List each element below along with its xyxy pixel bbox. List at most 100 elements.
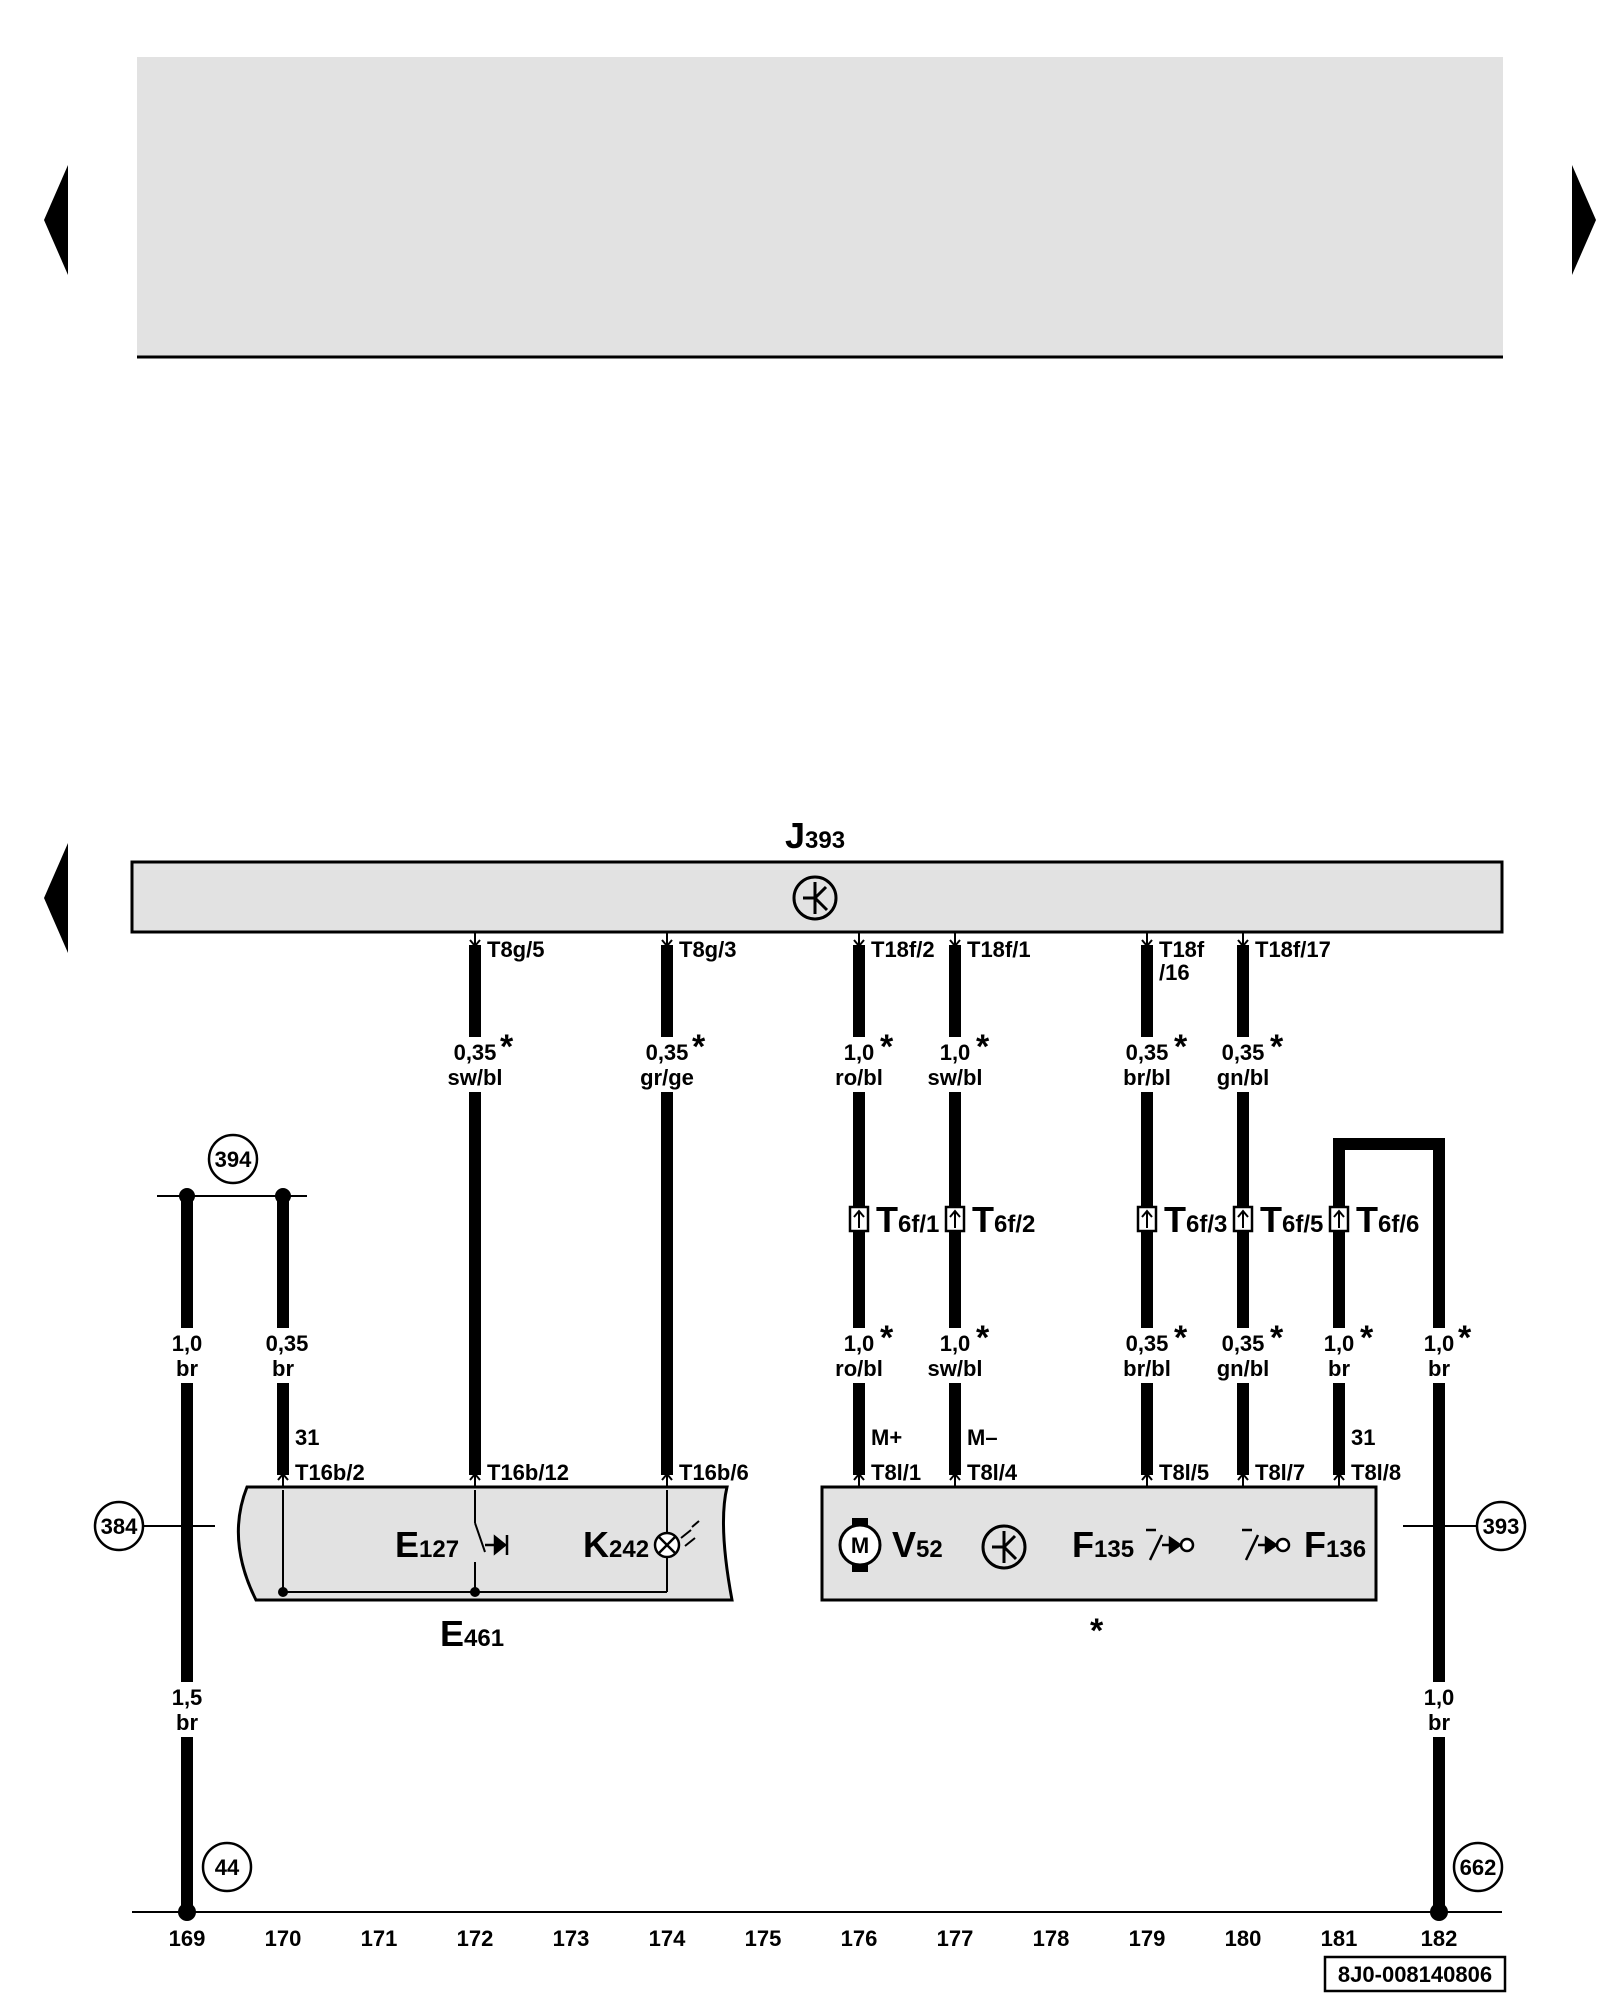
limit-switch-icon [1242, 1528, 1291, 1561]
svg-text:M: M [851, 1533, 869, 1558]
wire-size: 0,35 [1222, 1040, 1265, 1065]
pin-t18f-16: T18f [1159, 937, 1205, 962]
limit-switch-icon [1146, 1528, 1195, 1561]
column-number: 179 [1129, 1926, 1166, 1951]
pin-t16b-6: T16b/6 [679, 1460, 749, 1485]
control-unit-symbol-icon [792, 875, 838, 921]
switch-e127-label: E127 [395, 1524, 459, 1565]
wire-color: sw/bl [447, 1065, 502, 1090]
pin-t8g-5: T8g/5 [487, 937, 544, 962]
motor-icon: M [838, 1518, 882, 1572]
ref-44: 44 [201, 1841, 253, 1893]
lamp-icon [653, 1520, 700, 1559]
svg-text:*: * [1174, 1319, 1188, 1357]
connector-t6f-6: T6f/6 [1356, 1199, 1419, 1240]
pin-t18f-16-suffix: /16 [1159, 960, 1190, 985]
svg-text:br: br [1328, 1356, 1350, 1381]
pin-t8l-7: T8l/7 [1255, 1460, 1305, 1485]
pin-arrows-bottom [277, 1472, 1345, 1490]
wire-color: sw/bl [927, 1065, 982, 1090]
svg-text:1,0: 1,0 [1424, 1685, 1455, 1710]
junction-dot [470, 1587, 480, 1597]
wire-color: gn/bl [1217, 1065, 1270, 1090]
svg-text:0,35: 0,35 [266, 1331, 309, 1356]
svg-text:*: * [976, 1319, 990, 1357]
pin-t18f-17: T18f/17 [1255, 937, 1331, 962]
column-number: 173 [553, 1926, 590, 1951]
connector-icon [848, 1205, 870, 1233]
svg-text:1,0: 1,0 [1324, 1331, 1355, 1356]
ref-394: 394 [207, 1133, 259, 1185]
unit-e461-label: E461 [440, 1613, 504, 1654]
svg-text:br: br [1428, 1710, 1450, 1735]
prev-page-arrow-bottom-icon[interactable] [44, 843, 68, 953]
column-number: 175 [745, 1926, 782, 1951]
svg-text:1,0: 1,0 [1424, 1331, 1455, 1356]
svg-text:1,5: 1,5 [172, 1685, 203, 1710]
actuator-symbol-icon [981, 1524, 1027, 1570]
label-backgrounds [160, 1037, 1466, 1737]
wire-size: 1,0 [844, 1040, 875, 1065]
column-number: 172 [457, 1926, 494, 1951]
ground-dot [178, 1903, 196, 1921]
svg-text:1,0: 1,0 [172, 1331, 203, 1356]
junction-dot [278, 1587, 288, 1597]
right-unit-star: * [1090, 1612, 1104, 1650]
next-page-arrow-icon[interactable] [1572, 165, 1596, 275]
switch-f136-label: F136 [1304, 1524, 1366, 1565]
connector-symbols [848, 1205, 1350, 1233]
ground-31-right: 31 [1351, 1425, 1375, 1450]
svg-text:br: br [176, 1356, 198, 1381]
upper-wire-stars: * * * * * * [500, 1028, 1284, 1066]
column-number: 176 [841, 1926, 878, 1951]
lower-wire-stars: * * * * * * [880, 1319, 1472, 1357]
drawing-code: 8J0-008140806 [1338, 1962, 1492, 1987]
svg-text:*: * [1360, 1319, 1374, 1357]
svg-text:662: 662 [1460, 1855, 1497, 1880]
svg-text:ro/bl: ro/bl [835, 1356, 883, 1381]
pin-t8l-4: T8l/4 [967, 1460, 1018, 1485]
svg-text:1,0: 1,0 [844, 1331, 875, 1356]
ref-393: 393 [1475, 1500, 1527, 1552]
pin-t8l-5: T8l/5 [1159, 1460, 1209, 1485]
svg-text:0,35: 0,35 [1222, 1331, 1265, 1356]
svg-text:394: 394 [215, 1147, 252, 1172]
column-numbers: 169 170 171 172 173 174 175 176 177 178 … [169, 1926, 1458, 1951]
connector-icon [1232, 1205, 1254, 1233]
lower-wire-labels: 1,0 br 0,35 br 1,0 ro/bl 1,0 sw/bl 0,35 … [172, 1331, 1455, 1735]
lamp-k242-label: K242 [583, 1524, 649, 1565]
drawing-code-box [1323, 1955, 1507, 1993]
svg-text:br/bl: br/bl [1123, 1356, 1171, 1381]
left-unit-box [236, 1485, 734, 1602]
control-unit-label: J393 [785, 815, 845, 856]
switch-icon [485, 1534, 509, 1556]
svg-text:gn/bl: gn/bl [1217, 1356, 1270, 1381]
prev-page-arrow-top-icon[interactable] [44, 165, 68, 275]
svg-text:0,35: 0,35 [1126, 1331, 1169, 1356]
column-number: 171 [361, 1926, 398, 1951]
svg-text:*: * [880, 1028, 894, 1066]
svg-text:1,0: 1,0 [940, 1331, 971, 1356]
column-number: 178 [1033, 1926, 1070, 1951]
header-panel [137, 57, 1503, 357]
ref-384: 384 [93, 1500, 145, 1552]
svg-text:*: * [692, 1028, 706, 1066]
svg-text:br: br [1428, 1356, 1450, 1381]
pin-t16b-12: T16b/12 [487, 1460, 569, 1485]
wire-size: 0,35 [1126, 1040, 1169, 1065]
svg-text:44: 44 [215, 1855, 240, 1880]
column-number: 180 [1225, 1926, 1262, 1951]
motor-v52-label: V52 [892, 1524, 943, 1565]
wire-color: gr/ge [640, 1065, 694, 1090]
upper-wire-labels: 0,35 sw/bl 0,35 gr/ge 1,0 ro/bl 1,0 sw/b… [447, 1040, 1269, 1090]
ground-dot [1430, 1903, 1448, 1921]
wire-color: br/bl [1123, 1065, 1171, 1090]
pin-arrows-top [469, 932, 1249, 948]
column-number: 181 [1321, 1926, 1358, 1951]
switch-f135-label: F135 [1072, 1524, 1134, 1565]
pin-t8l-8: T8l/8 [1351, 1460, 1401, 1485]
svg-text:384: 384 [101, 1514, 138, 1539]
column-number: 177 [937, 1926, 974, 1951]
svg-text:*: * [1174, 1028, 1188, 1066]
connector-t6f-1: T6f/1 [876, 1199, 939, 1240]
